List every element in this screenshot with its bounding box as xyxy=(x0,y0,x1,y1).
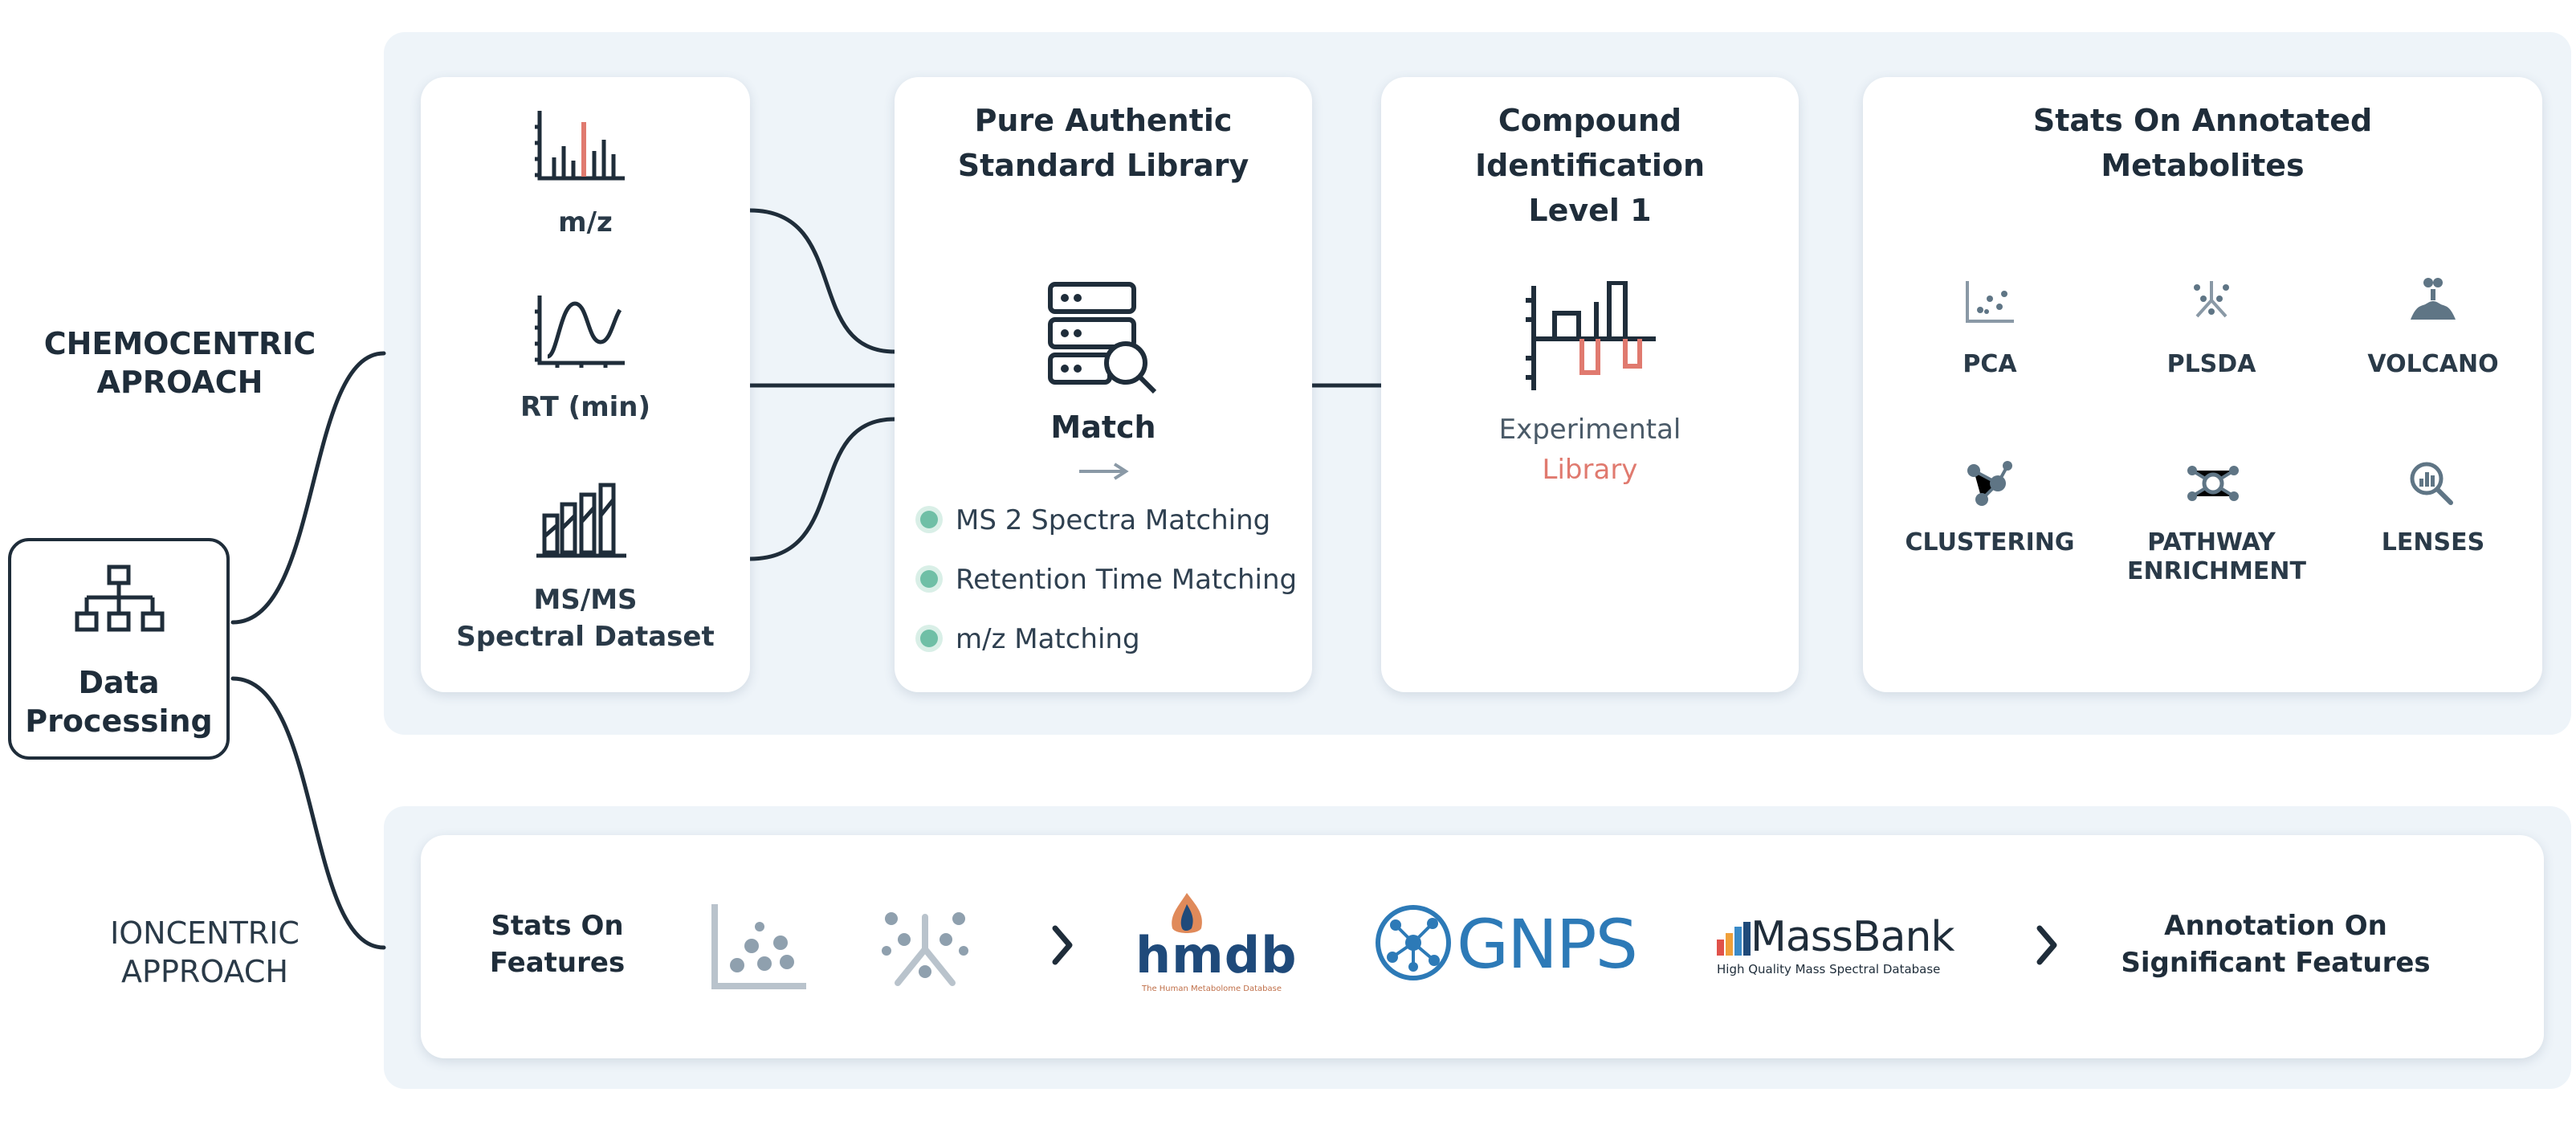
processing-line-1: Data xyxy=(78,665,160,700)
standard-library-title-line-1: Pure Authentic xyxy=(974,103,1233,138)
stats-title-line-2: Metabolites xyxy=(2101,148,2305,183)
massbank-logo[interactable]: MassBank xyxy=(1751,913,1955,961)
lenses-label: LENSES xyxy=(2381,528,2485,556)
hmdb-subtitle: The Human Metabolome Database xyxy=(1142,984,1282,993)
match-label: Match xyxy=(1050,410,1156,445)
stats-features-line-1: Stats On xyxy=(491,910,624,942)
inputs-card: m/z RT (min) MS/MS Spectral Dataset xyxy=(421,77,750,692)
mirror-spectrum-icon xyxy=(1526,281,1656,390)
hierarchy-icon xyxy=(75,565,165,632)
connector-msms-to-match xyxy=(748,417,897,561)
hmdb-flame-icon xyxy=(1172,893,1202,933)
standard-library-title: Pure Authentic Standard Library xyxy=(895,98,1312,188)
clustering-label: CLUSTERING xyxy=(1905,528,2075,556)
compound-identification-title: Compound Identification Level 1 xyxy=(1381,98,1799,233)
chevron-right-icon xyxy=(2036,925,2057,965)
rt-label: RT (min) xyxy=(520,391,651,423)
chemocentric-line-1: CHEMOCENTRIC xyxy=(43,326,316,361)
stats-on-features-label: Stats On Features xyxy=(477,907,638,981)
match-item-retention: Retention Time Matching xyxy=(920,562,1297,597)
ioncentric-card: Stats On Features hmdb The Human Metabol… xyxy=(421,835,2544,1058)
bullet-dot xyxy=(920,510,938,528)
scatter-plot-icon xyxy=(711,904,806,989)
gnps-logo[interactable]: GNPS xyxy=(1457,905,1638,984)
match-item-mz-text: m/z Matching xyxy=(956,623,1140,655)
plsda-icon xyxy=(2194,281,2229,318)
stats-title-line-1: Stats On Annotated xyxy=(2032,103,2373,138)
pca-label: PCA xyxy=(1963,350,2017,378)
ioncentric-line-1: IONCENTRIC xyxy=(110,915,300,951)
plsda-tree-icon xyxy=(882,912,968,986)
stats-annotated-title: Stats On Annotated Metabolites xyxy=(1863,98,2542,188)
pathway-enrichment-text: PATHWAY ENRICHMENT xyxy=(2127,528,2306,585)
msms-label: MS/MS Spectral Dataset xyxy=(421,581,750,655)
volcano-icon xyxy=(2411,278,2456,320)
clustering-icon xyxy=(1967,461,2012,506)
massbank-bars-icon xyxy=(1717,922,1751,956)
bullet-dot xyxy=(920,569,938,588)
retention-time-curve-icon xyxy=(535,296,625,368)
bullet-dot xyxy=(920,629,938,647)
msms-line-1: MS/MS xyxy=(533,584,638,616)
pathway-enrichment-label: PATHWAY ENRICHMENT xyxy=(2107,528,2316,586)
arrow-right-icon xyxy=(1079,463,1129,480)
processing-line-2: Processing xyxy=(25,703,213,739)
database-search-icon xyxy=(1048,282,1157,394)
stats-annotated-card: Stats On Annotated Metabolites PCA PLSDA… xyxy=(1863,77,2542,692)
ioncentric-label: IONCENTRIC APPROACH xyxy=(88,914,321,991)
match-item-mz: m/z Matching xyxy=(920,622,1140,657)
identification-title-line-2: Identification xyxy=(1474,148,1706,183)
compound-identification-card: Compound Identification Level 1 Experime… xyxy=(1381,77,1799,692)
pathway-network-icon xyxy=(2187,466,2239,501)
connector-mz-to-match xyxy=(748,208,897,354)
connector-processing-to-ion xyxy=(230,676,386,950)
hmdb-logo[interactable]: hmdb xyxy=(1135,926,1298,984)
identification-title-line-1: Compound xyxy=(1498,103,1682,138)
msms-bars-icon xyxy=(536,483,626,558)
annotation-line-1: Annotation On xyxy=(2164,910,2387,942)
annotation-significant-label: Annotation On Significant Features xyxy=(2115,907,2436,981)
match-item-ms2-text: MS 2 Spectra Matching xyxy=(956,504,1271,536)
stats-features-line-2: Features xyxy=(489,947,626,979)
identification-title-line-3: Level 1 xyxy=(1528,193,1652,228)
connector-processing-to-chemo xyxy=(230,351,386,625)
standard-library-card: Pure Authentic Standard Library Match MS… xyxy=(895,77,1312,692)
gnps-network-icon xyxy=(1376,905,1451,980)
msms-line-2: Spectral Dataset xyxy=(456,621,715,653)
ioncentric-line-2: APPROACH xyxy=(121,954,288,989)
massbank-subtitle: High Quality Mass Spectral Database xyxy=(1717,962,1941,976)
match-item-ms2: MS 2 Spectra Matching xyxy=(920,503,1270,538)
data-processing-box[interactable]: Data Processing xyxy=(8,538,230,760)
chevron-right-icon xyxy=(1052,925,1073,965)
chemocentric-label: CHEMOCENTRIC APROACH xyxy=(35,324,324,402)
annotation-line-2: Significant Features xyxy=(2121,947,2431,979)
chemocentric-line-2: APROACH xyxy=(96,365,263,400)
match-item-retention-text: Retention Time Matching xyxy=(956,564,1298,596)
mz-spectrum-icon xyxy=(535,111,625,181)
plsda-label: PLSDA xyxy=(2166,350,2256,378)
volcano-label: VOLCANO xyxy=(2367,350,2499,378)
standard-library-title-line-2: Standard Library xyxy=(957,148,1249,183)
library-label: Library xyxy=(1542,454,1638,486)
experimental-label: Experimental xyxy=(1498,414,1681,446)
pca-scatter-icon xyxy=(1966,281,2014,323)
data-processing-label: Data Processing xyxy=(11,663,226,740)
mz-label: m/z xyxy=(558,206,613,238)
lens-search-icon xyxy=(2410,462,2453,505)
